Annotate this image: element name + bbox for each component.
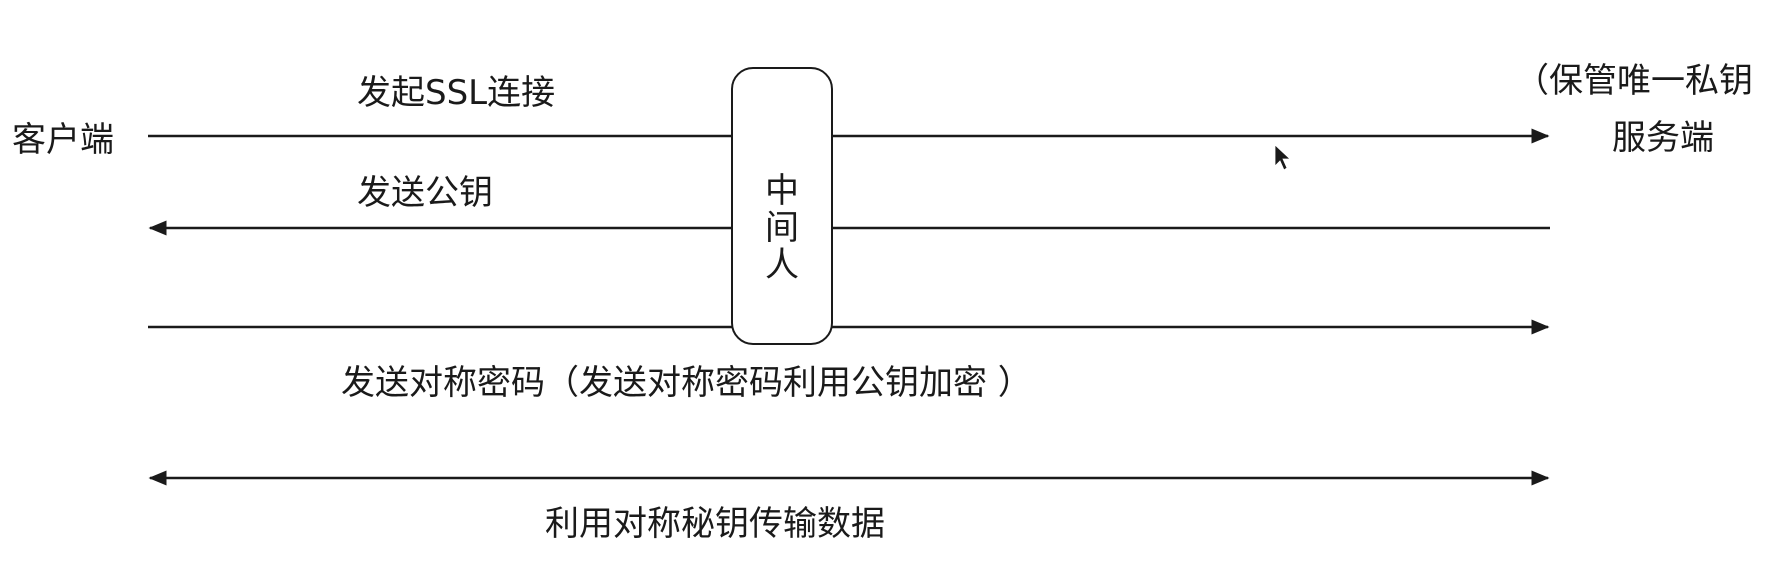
server-label: 服务端	[1612, 118, 1714, 158]
client-label: 客户端	[12, 120, 114, 160]
middleman-label: 中 间 人	[765, 171, 799, 285]
message-label-send-public-key: 发送公钥	[357, 173, 493, 213]
server-note: （保管唯一私钥	[1515, 61, 1753, 101]
middleman-box: 中 间 人	[731, 67, 833, 345]
message-label-send-symmetric-key: 发送对称密码（发送对称密码利用公钥加密 ）	[341, 363, 1032, 403]
message-label-symmetric-data: 利用对称秘钥传输数据	[545, 504, 885, 544]
mouse-cursor-icon	[1274, 144, 1292, 171]
message-label-ssl-connect: 发起SSL连接	[357, 73, 556, 113]
